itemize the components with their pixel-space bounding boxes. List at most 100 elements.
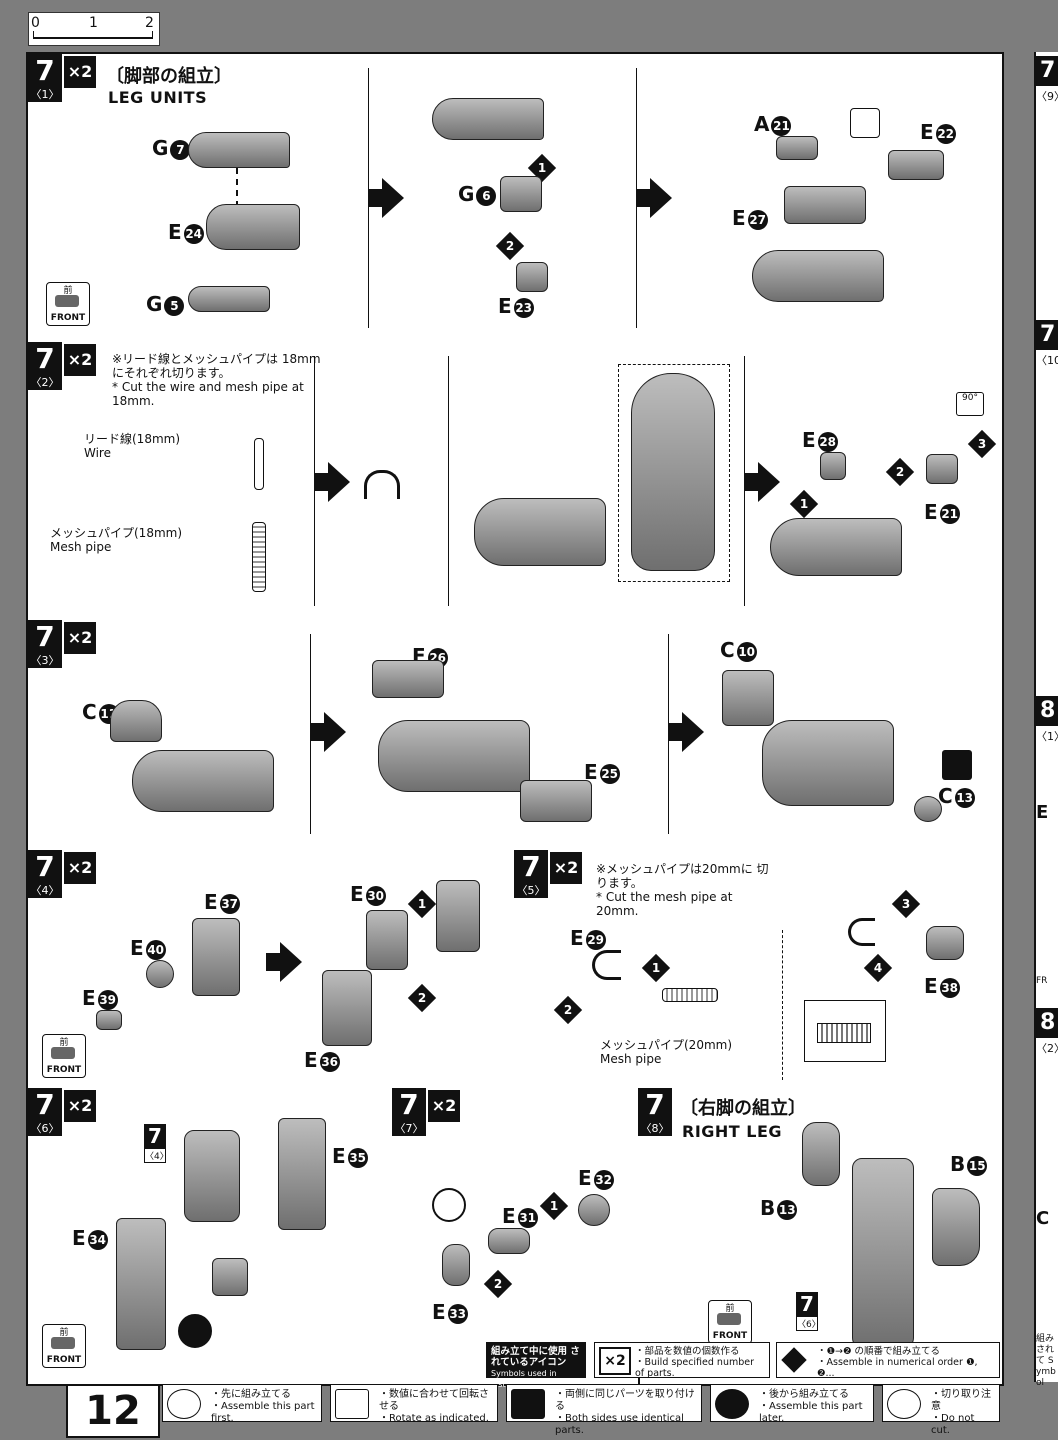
legend-do-not-cut: ・切り取り注意・Do not cut. — [882, 1384, 1000, 1436]
part-e26 — [372, 660, 444, 698]
part-e34 — [116, 1218, 166, 1350]
step-number: 7 — [28, 54, 62, 88]
scale-ruler — [33, 31, 153, 39]
panel-7-5: 7 ×2 〈5〉 ※メッシュパイプは20mmに 切ります。 * Cut the … — [514, 850, 1002, 1090]
step-arrow — [368, 178, 404, 218]
part-e39 — [96, 1010, 122, 1030]
part-e35 — [278, 1118, 326, 1230]
step-sub-fragment: 〈10〉 — [1036, 354, 1058, 367]
x2-icon: ×2 — [550, 852, 582, 884]
step-sub-number: 〈7〉 — [392, 1122, 426, 1136]
step-badge: 7 ×2 — [392, 1088, 460, 1122]
mesh-pipe-label: メッシュパイプ(18mm)Mesh pipe — [50, 526, 183, 554]
ref-step-badge: 7 〈4〉 — [144, 1124, 169, 1163]
step-number: 7 — [28, 620, 62, 654]
step-badge: 7 ×2 — [28, 1088, 96, 1122]
step-sub-number: 〈2〉 — [28, 376, 62, 390]
part-g7 — [188, 132, 290, 168]
step-arrow — [266, 942, 302, 982]
scale-tick-0: 0 — [31, 15, 40, 31]
step-sub-number: 〈6〉 — [28, 1122, 62, 1136]
part-e21 — [926, 454, 958, 484]
part-leg-unit — [762, 720, 894, 806]
rotate-icon: 90° — [956, 392, 984, 416]
order-mark-2: 2 — [553, 995, 583, 1025]
legend-assemble-first: ・先に組み立てる・Assemble this part first. — [162, 1384, 322, 1424]
legend-order: ・❶→❷ の順番で組み立てる ・Assemble in numerical or… — [776, 1342, 1000, 1379]
part-leg-unit — [474, 498, 606, 566]
part-leg-assembled — [770, 518, 902, 576]
part-e27 — [784, 186, 866, 224]
cut-note: ※メッシュパイプは20mmに 切ります。 * Cut the mesh pipe… — [596, 862, 769, 918]
mesh-pipe-label: メッシュパイプ(20mm)Mesh pipe — [600, 1038, 733, 1066]
step-number: 7 — [28, 1088, 62, 1122]
part-e36 — [322, 970, 372, 1046]
step-number: 7 — [392, 1088, 426, 1122]
legend-x2: ×2 ・部品を数値の個数作る ・Build specified number o… — [594, 1342, 770, 1379]
step-sub-fragment: 〈1〉 — [1036, 730, 1058, 743]
step-badge: 7 ×2 — [28, 54, 96, 88]
section-title-en: RIGHT LEG — [682, 1122, 783, 1141]
x2-icon: ×2 — [428, 1090, 460, 1122]
step-badge: 7 — [638, 1088, 672, 1122]
step-number: 7 — [514, 850, 548, 884]
step-arrow — [744, 462, 780, 502]
wire — [254, 438, 264, 490]
x2-icon: ×2 — [64, 56, 96, 88]
step-number-fragment: 7 — [1036, 56, 1058, 86]
part-e40 — [146, 960, 174, 988]
part-c10 — [722, 670, 774, 726]
assemble-later-icon — [178, 1314, 212, 1348]
part-e38 — [926, 926, 964, 960]
part-assembled — [752, 250, 884, 302]
detail-view — [618, 364, 730, 582]
section-title-jp: 〔脚部の組立〕 — [106, 66, 232, 87]
mesh-pipe — [662, 988, 718, 1002]
step-sub-fragment: 〈9〉 — [1036, 90, 1058, 103]
x2-icon: ×2 — [64, 344, 96, 376]
part-e37 — [192, 918, 240, 996]
step-badge: 7 ×2 — [28, 342, 96, 376]
cut-note: ※リード線とメッシュパイプは 18mmにそれぞれ切ります。 * Cut the … — [112, 352, 321, 408]
step-arrow — [314, 462, 350, 502]
step-arrow — [310, 712, 346, 752]
assemble-first-icon — [850, 108, 880, 138]
x2-icon: ×2 — [64, 622, 96, 654]
section-title-en: LEG UNITS — [108, 88, 208, 107]
part-g6 — [500, 176, 542, 212]
legend-rotate: ・数値に合わせて回転させる・Rotate as indicated. — [330, 1384, 498, 1424]
next-page-strip: 7 〈9〉 7 〈10〉 8 〈1〉 E FR 8 〈2〉 C 組み されて S… — [1034, 52, 1058, 1388]
rotate-icon — [335, 1389, 369, 1419]
bent-wire — [364, 470, 400, 499]
step-number-fragment: 8 — [1036, 1008, 1058, 1038]
order-mark-2: 2 — [885, 457, 915, 487]
order-mark-2: 2 — [495, 231, 525, 261]
x2-icon: ×2 — [64, 852, 96, 884]
part-7-4-assembly — [184, 1130, 240, 1222]
order-mark-1: 1 — [789, 489, 819, 519]
assemble-later-icon — [715, 1389, 749, 1419]
step-number: 7 — [28, 850, 62, 884]
order-mark-2: 2 — [483, 1269, 513, 1299]
legend-assemble-later: ・後から組み立てる・Assemble this part later. — [710, 1384, 874, 1424]
do-not-cut-icon — [887, 1389, 921, 1419]
part-b15 — [932, 1188, 980, 1266]
scale-bar: 0 1 2 — [28, 12, 160, 46]
part-b13 — [802, 1122, 840, 1186]
order-mark-1: 1 — [539, 1191, 569, 1221]
